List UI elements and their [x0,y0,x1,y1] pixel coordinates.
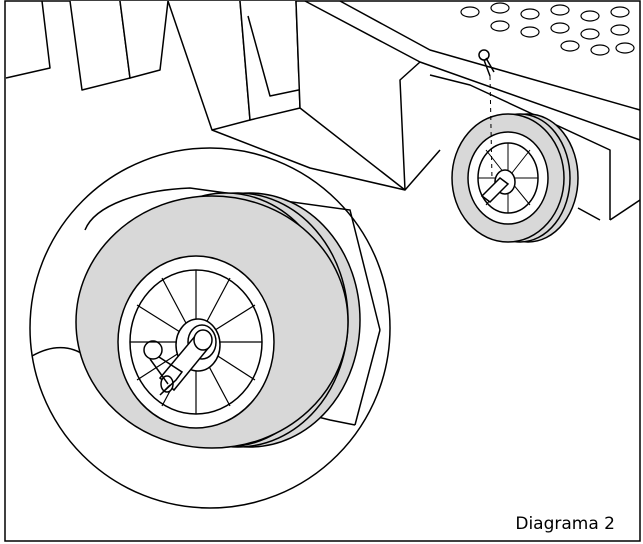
hairpin-cotter-pin [143,340,184,396]
diagram-caption: Diagrama 2 [515,514,615,534]
alignment-dashed-line [489,75,493,181]
figure-frame [4,0,641,542]
wheel-detail-magnified [29,147,391,509]
wheel-small [451,113,579,243]
hairpin-cotter-pin-small [478,49,495,77]
